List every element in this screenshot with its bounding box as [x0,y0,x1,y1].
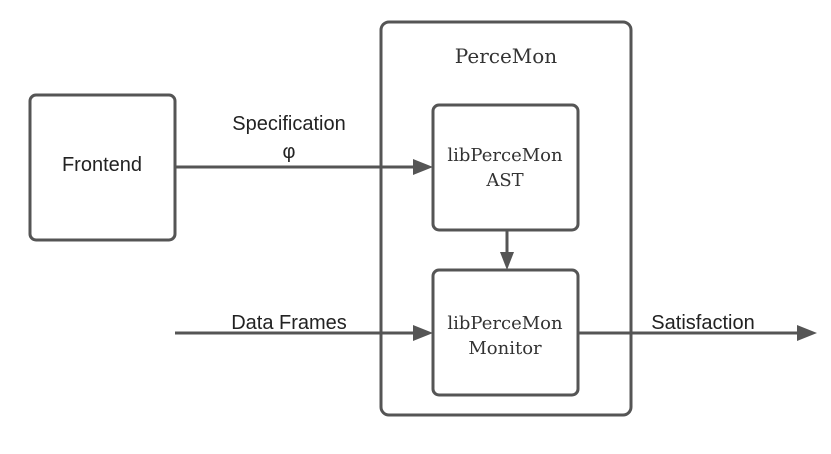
data-frames-edge: Data Frames [175,312,433,341]
frontend-node: Frontend [28,93,177,242]
data-frames-arrowhead [413,325,433,341]
data-frames-label: Data Frames [231,312,347,334]
satisfaction-edge: Satisfaction [578,312,817,341]
ast-box [431,103,580,232]
ast-to-monitor-edge [500,230,514,270]
ast-label-line2: AST [485,170,523,191]
satisfaction-label: Satisfaction [651,312,754,334]
frontend-label: Frontend [62,154,142,176]
monitor-node: libPerceMon Monitor [431,268,580,397]
ast-label-line1: libPerceMon [447,145,563,166]
ast-to-monitor-arrowhead [500,252,514,270]
ast-node: libPerceMon AST [431,103,580,232]
specification-arrowhead [413,159,433,175]
satisfaction-arrowhead [797,325,817,341]
specification-symbol: φ [283,141,296,163]
monitor-label-line1: libPerceMon [447,313,563,334]
percemon-label: PerceMon [455,44,558,68]
specification-label: Specification [232,113,345,135]
monitor-label-line2: Monitor [468,338,542,359]
specification-edge: Specification φ [175,113,433,175]
